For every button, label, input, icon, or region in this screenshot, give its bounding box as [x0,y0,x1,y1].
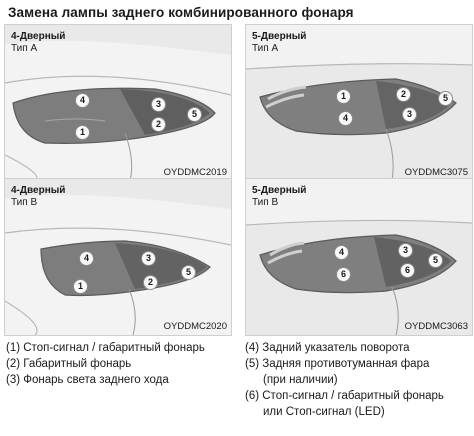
legend-item: (при наличии) [263,374,338,386]
body-type-label: 4-Дверный [11,31,66,42]
variant-label: 5-Дверный Тип B [252,185,306,209]
marker-1: 1 [75,125,90,140]
page-title: Замена лампы заднего комбинированного фо… [8,5,354,20]
marker-4: 4 [338,111,353,126]
legend-item: или Стоп-сигнал (LED) [263,406,385,418]
marker-4: 4 [75,93,90,108]
legend-item: (5) Задняя противотуманная фара [245,358,430,370]
marker-6b: 6 [400,263,415,278]
legend-item: (3) Фонарь света заднего хода [6,374,169,386]
variant-label: 5-Дверный Тип А [252,31,306,55]
panel-5door-type-a: 5-Дверный Тип А 1 2 5 3 4 OYDDMC3075 [245,24,473,182]
variant-label: 4-Дверный Тип B [11,185,65,209]
marker-2: 2 [151,117,166,132]
marker-5: 5 [181,265,196,280]
tail-lamp-illustration [246,179,472,335]
marker-1: 1 [73,279,88,294]
lamp-type-label: Тип А [11,43,38,54]
lamp-type-label: Тип А [252,43,279,54]
legend-item: (6) Стоп-сигнал / габаритный фонарь [245,390,444,402]
body-type-label: 5-Дверный [252,185,307,196]
marker-5: 5 [428,253,443,268]
lamp-type-label: Тип B [252,197,279,208]
marker-5: 5 [187,107,202,122]
panel-4door-type-a: 4-Дверный Тип А 4 3 5 2 1 OYDDMC2019 [4,24,232,182]
body-type-label: 4-Дверный [11,185,66,196]
figure-code: OYDDMC2020 [163,321,227,332]
marker-2: 2 [396,87,411,102]
variant-label: 4-Дверный Тип А [11,31,65,55]
lamp-type-label: Тип B [11,197,38,208]
marker-3: 3 [151,97,166,112]
legend-item: (4) Задний указатель поворота [245,342,410,354]
marker-4: 4 [334,245,349,260]
marker-4: 4 [79,251,94,266]
legend-right: (4) Задний указатель поворота (5) Задняя… [245,340,444,420]
marker-3: 3 [398,243,413,258]
figure-code: OYDDMC2019 [163,167,227,178]
legend-left: (1) Стоп-сигнал / габаритный фонарь (2) … [6,340,205,388]
legend-item: (1) Стоп-сигнал / габаритный фонарь [6,342,205,354]
figure-code: OYDDMC3063 [404,321,468,332]
panel-5door-type-b: 5-Дверный Тип B 4 3 5 6 6 OYDDMC3063 [245,178,473,336]
panel-4door-type-b: 4-Дверный Тип B 4 3 5 2 1 OYDDMC2020 [4,178,232,336]
marker-5: 5 [438,91,453,106]
marker-1: 1 [336,89,351,104]
marker-3: 3 [141,251,156,266]
marker-2: 2 [143,275,158,290]
marker-6: 6 [336,267,351,282]
legend-item: (2) Габаритный фонарь [6,358,132,370]
marker-3: 3 [402,107,417,122]
figure-code: OYDDMC3075 [404,167,468,178]
body-type-label: 5-Дверный [252,31,307,42]
